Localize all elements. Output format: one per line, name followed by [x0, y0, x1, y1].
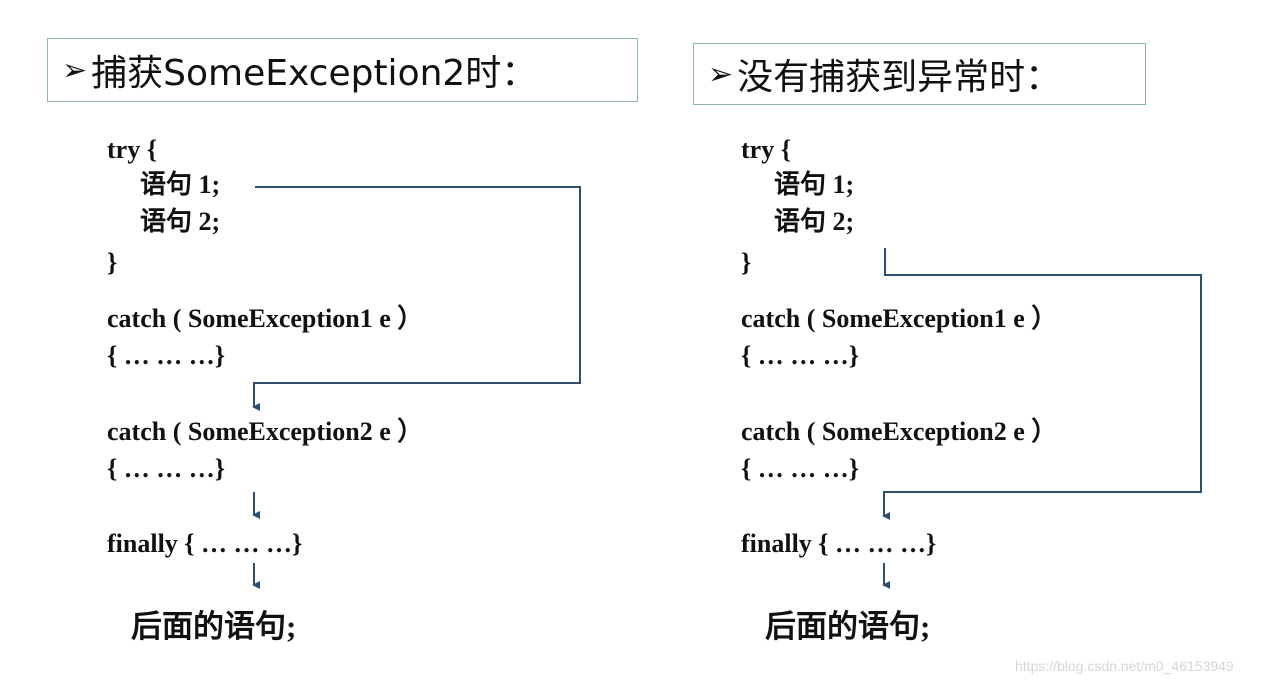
code-try-close: } — [107, 248, 118, 277]
code-try-open: try { — [107, 135, 157, 164]
code-catch1-body: { … … …} — [107, 341, 225, 370]
right-title-box: ➢ 没有捕获到异常时： — [693, 43, 1146, 105]
left-title: 捕获SomeException2时： — [91, 53, 538, 94]
code-catch2-body: { … … …} — [741, 454, 859, 483]
code-try-close: } — [741, 248, 752, 277]
code-catch2: catch ( SomeException2 e ） — [741, 417, 1058, 446]
code-catch2: catch ( SomeException2 e ） — [107, 417, 424, 446]
code-finally: finally { … … …} — [741, 529, 937, 558]
code-after: 后面的语句; — [131, 609, 297, 644]
code-catch1: catch ( SomeException1 e ） — [107, 304, 424, 333]
left-title-box: ➢ 捕获SomeException2时： — [47, 38, 638, 102]
code-try-open: try { — [741, 135, 791, 164]
code-stmt2: 语句 2; — [774, 207, 855, 236]
code-catch1: catch ( SomeException1 e ） — [741, 304, 1058, 333]
code-catch1-body: { … … …} — [741, 341, 859, 370]
code-finally: finally { … … …} — [107, 529, 303, 558]
code-after: 后面的语句; — [765, 609, 931, 644]
code-stmt1: 语句 1; — [774, 170, 855, 199]
right-normal-flow-arrow — [882, 248, 1202, 520]
code-stmt2: 语句 2; — [140, 207, 221, 236]
arrow-bullet-icon: ➢ — [62, 52, 88, 88]
code-catch2-body: { … … …} — [107, 454, 225, 483]
right-title: 没有捕获到异常时： — [737, 57, 1062, 98]
code-stmt1: 语句 1; — [140, 170, 221, 199]
arrow-bullet-icon: ➢ — [708, 56, 734, 92]
watermark: https://blog.csdn.net/m0_46153949 — [1015, 658, 1234, 674]
left-exception-jump-arrow — [252, 186, 581, 411]
